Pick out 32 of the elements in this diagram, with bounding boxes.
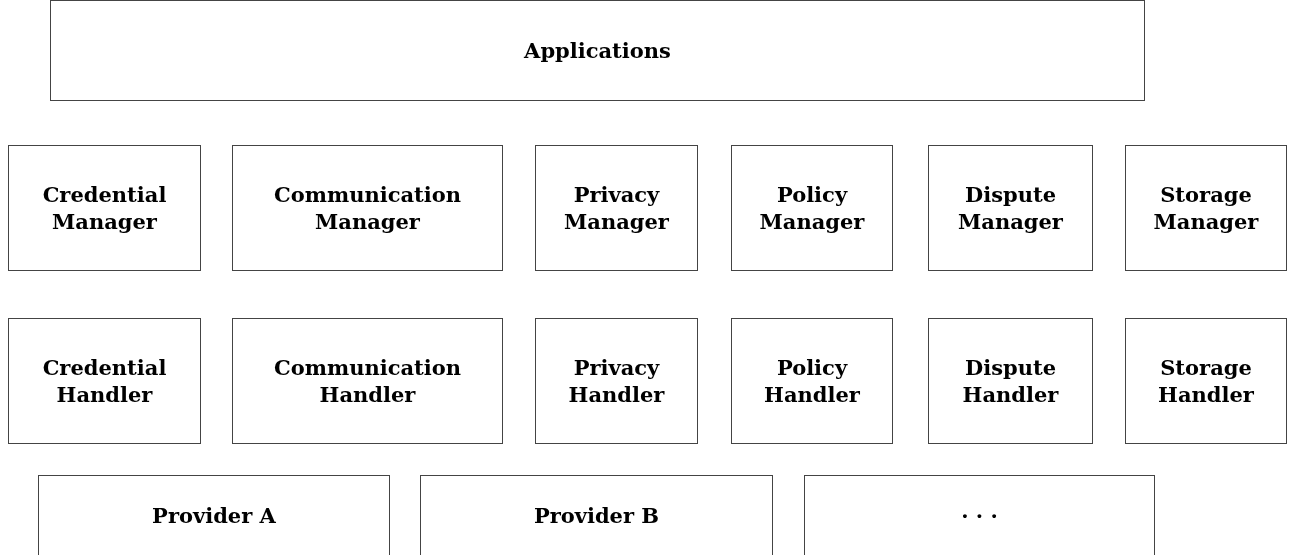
box-label: Communication Handler <box>273 353 462 409</box>
provider-box <box>804 475 1155 555</box>
box-label: Credential Manager <box>41 180 168 236</box>
box-label: Storage Handler <box>1157 353 1255 409</box>
box-label: Privacy Manager <box>563 180 670 236</box>
box-label: Dispute Manager <box>957 180 1064 236</box>
component-box <box>8 318 201 444</box>
component-box <box>8 145 201 271</box>
box-label: Applications <box>524 36 671 65</box>
box-label: Policy Handler <box>763 353 861 409</box>
box-label: Communication Manager <box>273 180 462 236</box>
box-label: Privacy Handler <box>567 353 666 409</box>
layer-box <box>50 0 1145 101</box>
component-box <box>1125 145 1287 271</box>
component-box <box>232 318 503 444</box>
component-box <box>731 318 893 444</box>
component-box <box>232 145 503 271</box>
component-box <box>731 145 893 271</box>
box-label: Credential Handler <box>41 353 168 409</box>
box-label: Dispute Handler <box>961 353 1060 409</box>
component-box <box>928 145 1093 271</box>
box-label: Provider A <box>152 501 276 530</box>
box-label: Policy Manager <box>758 180 866 236</box>
box-label: · · · <box>961 501 998 530</box>
component-box <box>535 145 698 271</box>
provider-box <box>420 475 773 555</box>
box-label: Storage Manager <box>1152 180 1260 236</box>
provider-box <box>38 475 390 555</box>
box-label: Provider B <box>533 501 660 530</box>
component-box <box>928 318 1093 444</box>
component-box <box>535 318 698 444</box>
component-box <box>1125 318 1287 444</box>
